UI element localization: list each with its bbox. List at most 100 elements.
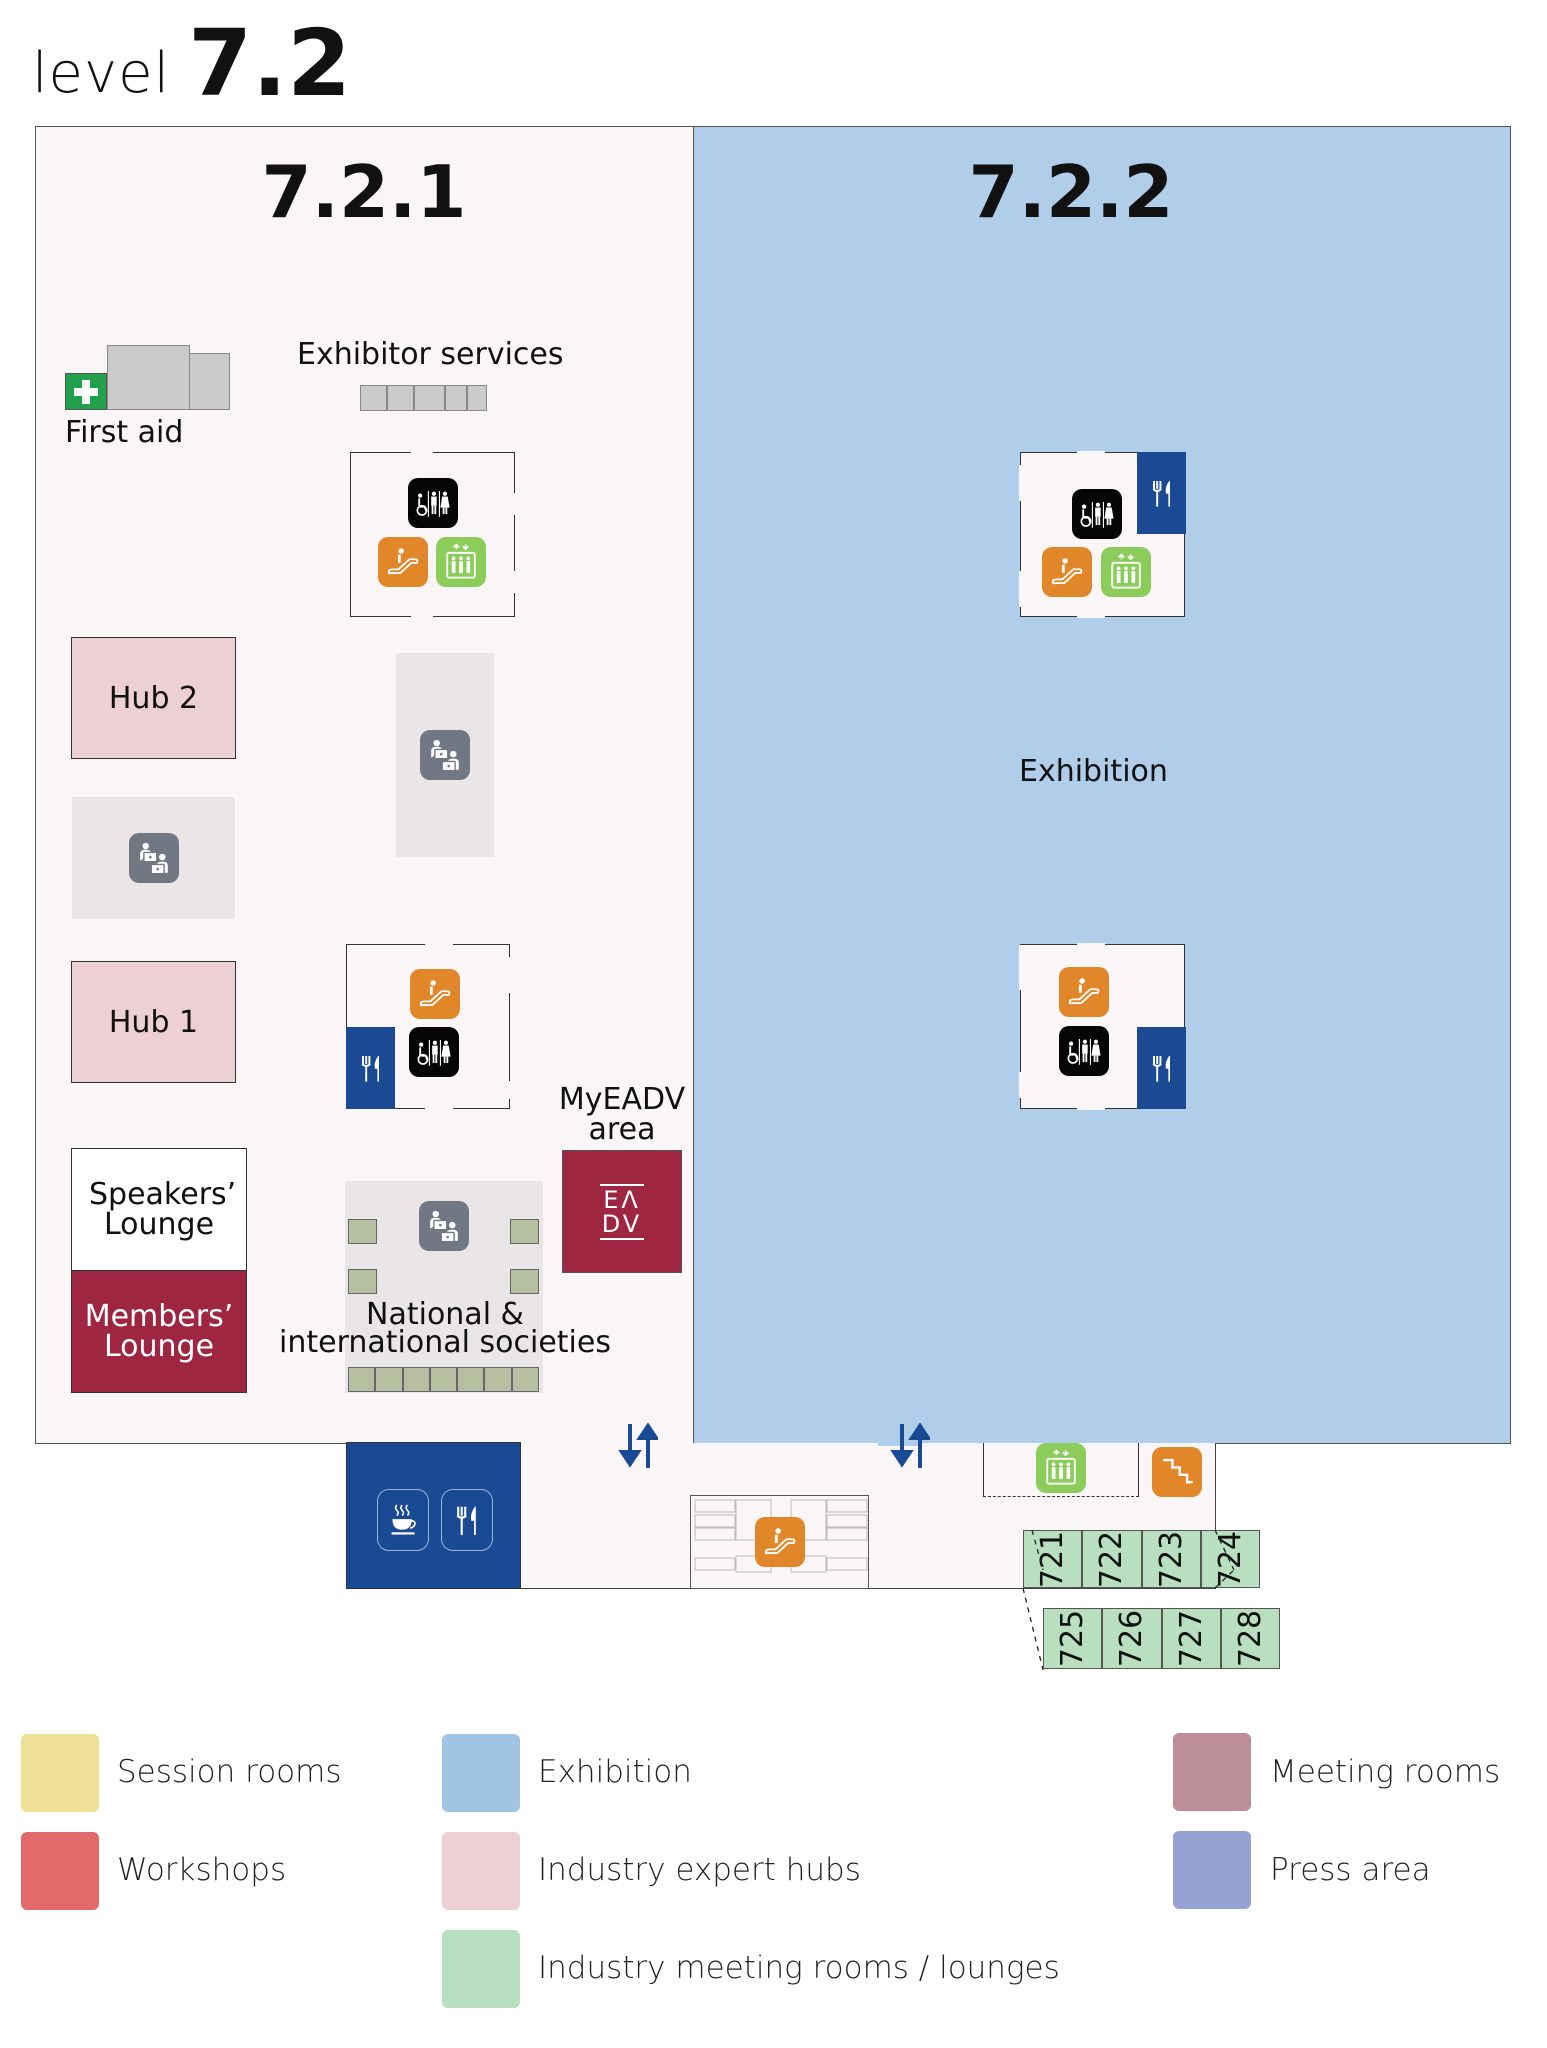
hall-7-2-2-label: 7.2.2 xyxy=(968,150,1174,234)
escalator-icon xyxy=(755,1517,805,1567)
hub-1-label: Hub 1 xyxy=(108,1004,199,1040)
eadv-logo-bottom: DV xyxy=(601,1209,643,1238)
society-booth-row xyxy=(348,1367,539,1392)
info-kiosk[interactable] xyxy=(72,797,235,919)
society-booth[interactable] xyxy=(348,1219,377,1244)
legend-item-press-area xyxy=(1173,1831,1251,1909)
meeting-room-723[interactable]: 723 xyxy=(1141,1530,1201,1588)
hub-2[interactable]: Hub 2 xyxy=(71,637,236,759)
first-aid-room xyxy=(107,345,190,410)
restaurant-area[interactable] xyxy=(346,1027,395,1109)
members-lounge-label: Members’ Lounge xyxy=(84,1298,234,1364)
legend-label: Press area xyxy=(1270,1852,1431,1888)
escalator-icon xyxy=(1059,967,1109,1017)
exhibition-label: Exhibition xyxy=(1019,754,1168,789)
legend-label: Exhibition xyxy=(538,1754,692,1790)
two-way-arrow-icon xyxy=(618,1420,660,1481)
restaurant-icon xyxy=(1142,473,1182,513)
legend-item-exhibition xyxy=(442,1734,520,1812)
hub-1[interactable]: Hub 1 xyxy=(71,961,236,1083)
room-number: 727 xyxy=(1173,1609,1209,1668)
legend-item-industry-expert-hubs xyxy=(442,1832,520,1910)
restaurant-icon xyxy=(441,1489,493,1551)
service-core xyxy=(346,943,512,1110)
toilets-icon xyxy=(408,478,458,528)
service-core xyxy=(1019,451,1186,618)
legend-swatch xyxy=(442,1832,520,1910)
first-aid-label: First aid xyxy=(65,415,184,450)
myeadv-area-label: MyEADV area xyxy=(558,1082,686,1147)
service-core xyxy=(1019,943,1186,1110)
speakers-lounge-label: Speakers’ Lounge xyxy=(89,1176,237,1242)
stairs-icon xyxy=(1152,1447,1202,1497)
restaurant-area[interactable] xyxy=(1137,1027,1186,1109)
info-kiosk[interactable] xyxy=(396,653,494,857)
meeting-room-727[interactable]: 727 xyxy=(1161,1608,1221,1669)
level-word: level xyxy=(32,41,171,106)
speakers-lounge[interactable]: Speakers’ Lounge xyxy=(71,1148,247,1271)
elevator-icon xyxy=(1101,547,1151,597)
legend-label: Industry expert hubs xyxy=(538,1852,861,1888)
national-societies-label-2: international societies xyxy=(279,1325,611,1360)
members-lounge[interactable]: Members’ Lounge xyxy=(71,1270,247,1393)
meeting-room-724[interactable]: 724 xyxy=(1200,1530,1261,1588)
toilets-icon xyxy=(1059,1026,1109,1076)
legend-label: Session rooms xyxy=(117,1754,342,1790)
legend-item-meeting-rooms xyxy=(1173,1733,1251,1811)
legend-label: Industry meeting rooms / lounges xyxy=(538,1950,1060,1986)
meeting-room-725[interactable]: 725 xyxy=(1043,1608,1103,1669)
first-aid-room-annex xyxy=(189,353,230,410)
entrance-gap xyxy=(878,1440,918,1446)
legend-item-session-rooms xyxy=(21,1734,99,1812)
level-title: level 7.2 xyxy=(32,18,351,110)
room-number: 726 xyxy=(1114,1609,1150,1668)
elevator-room xyxy=(983,1443,1139,1497)
society-booth[interactable] xyxy=(348,1269,377,1294)
two-way-arrow-icon xyxy=(890,1420,932,1481)
society-booth[interactable] xyxy=(510,1219,539,1244)
legend-label: Meeting rooms xyxy=(1270,1754,1501,1790)
hall-7-2-2[interactable] xyxy=(693,126,1511,1444)
escalator-icon xyxy=(1042,547,1092,597)
meeting-room-721[interactable]: 721 xyxy=(1023,1530,1083,1588)
meeting-room-726[interactable]: 726 xyxy=(1102,1608,1162,1669)
restaurant-icon xyxy=(351,1048,391,1088)
meeting-rooms-upper: 721 722 723 724 xyxy=(1023,1530,1261,1588)
legend-swatch xyxy=(1173,1733,1251,1811)
meeting-room-722[interactable]: 722 xyxy=(1082,1530,1142,1588)
national-societies-area[interactable] xyxy=(345,1181,543,1393)
eadv-logo-top: EΛ xyxy=(603,1185,641,1214)
escalator-block xyxy=(690,1495,869,1589)
escalator-icon xyxy=(410,969,460,1019)
legend-item-industry-meeting-rooms xyxy=(442,1930,520,2008)
info-desk-icon xyxy=(419,1201,469,1251)
myeadv-area[interactable]: EΛ DV xyxy=(562,1150,682,1273)
info-desk-icon xyxy=(128,833,179,883)
eadv-logo: EΛ DV xyxy=(599,1183,645,1240)
legend-swatch xyxy=(1173,1831,1251,1909)
legend-swatch xyxy=(442,1734,520,1812)
elevator-icon xyxy=(436,537,486,587)
room-number: 725 xyxy=(1055,1609,1091,1668)
legend-item-workshops xyxy=(21,1832,99,1910)
meeting-room-728[interactable]: 728 xyxy=(1220,1608,1281,1669)
first-aid-icon[interactable] xyxy=(65,373,107,410)
hall-7-2-1-label: 7.2.1 xyxy=(261,150,467,234)
elevator-icon xyxy=(1036,1443,1086,1493)
restaurant-area[interactable] xyxy=(1137,452,1186,534)
society-booth[interactable] xyxy=(510,1269,539,1294)
legend-swatch xyxy=(21,1832,99,1910)
cafe-icon xyxy=(377,1489,429,1551)
escalator-icon xyxy=(378,537,428,587)
service-core xyxy=(350,451,517,618)
restaurant-icon xyxy=(1142,1048,1182,1088)
toilets-icon xyxy=(1072,489,1122,539)
room-number: 728 xyxy=(1232,1609,1268,1668)
national-societies-label-1: National & xyxy=(366,1297,524,1332)
legend-label: Workshops xyxy=(117,1852,287,1888)
exhibitor-services-label: Exhibitor services xyxy=(297,337,564,372)
room-connector-lines xyxy=(1022,1529,1235,1671)
cafe-restaurant-area[interactable] xyxy=(346,1442,521,1589)
entrance-gap xyxy=(624,1440,664,1446)
exhibitor-services-counters[interactable] xyxy=(360,385,516,411)
